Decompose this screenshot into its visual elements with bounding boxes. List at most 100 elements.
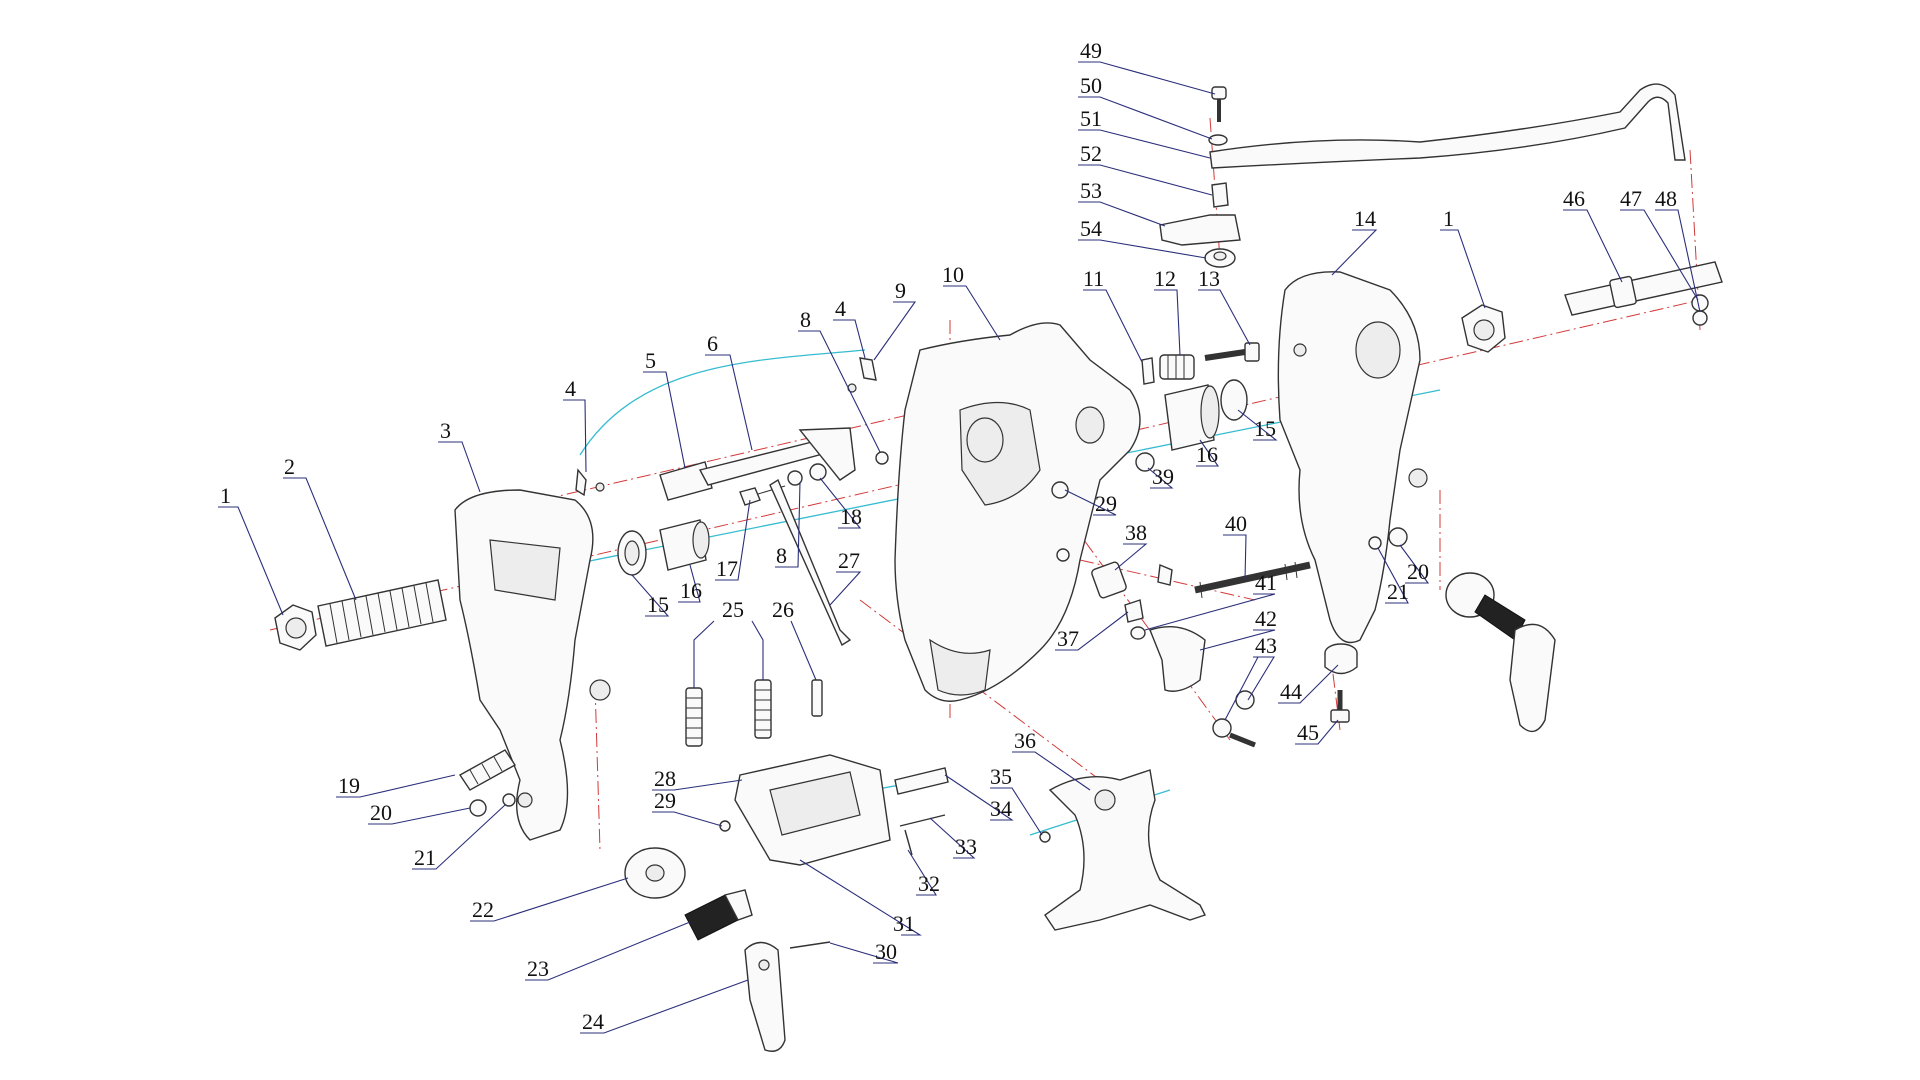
part-washer-47 (1691, 294, 1709, 312)
part-washer-29-mid (1056, 548, 1070, 562)
part-springs-25 (685, 679, 772, 747)
part-left-bracket (454, 489, 611, 841)
callout-16-left: 16 (680, 578, 702, 603)
callout-52: 52 (1080, 141, 1102, 166)
callout-17: 17 (716, 556, 738, 581)
callout-50: 50 (1080, 73, 1102, 98)
part-nut-54 (1204, 248, 1236, 268)
part-link-51 (1209, 83, 1686, 169)
callout-labels: 1 2 3 4 5 6 8 4 9 10 11 12 13 14 1 15 16… (220, 38, 1677, 1034)
callout-36: 36 (1014, 728, 1036, 753)
callout-8-lower: 8 (776, 543, 787, 568)
callout-21-left: 21 (414, 845, 436, 870)
callout-37: 37 (1057, 626, 1079, 651)
callout-20-left: 20 (370, 800, 392, 825)
part-bracket-36 (1044, 769, 1206, 931)
part-nut-48 (1692, 310, 1708, 326)
callout-9: 9 (895, 278, 906, 303)
callout-47: 47 (1620, 186, 1642, 211)
callout-23: 23 (527, 956, 549, 981)
part-clip-37 (1124, 599, 1144, 623)
callout-4-top: 4 (835, 296, 846, 321)
part-rod-27 (769, 478, 852, 647)
callout-29-lower: 29 (654, 788, 676, 813)
callout-46: 46 (1563, 186, 1585, 211)
callout-44: 44 (1280, 679, 1302, 704)
part-nut-39 (1135, 452, 1155, 472)
part-spring-26 (811, 679, 823, 717)
part-washer-21-right (1368, 536, 1382, 550)
callout-3: 3 (440, 418, 451, 443)
part-pin-33 (899, 814, 946, 827)
callout-42: 42 (1255, 606, 1277, 631)
callout-1-left: 1 (220, 483, 231, 508)
callout-2: 2 (284, 454, 295, 479)
callout-12: 12 (1154, 266, 1176, 291)
callout-11: 11 (1083, 266, 1104, 291)
callout-54: 54 (1080, 216, 1102, 241)
callout-30: 30 (875, 939, 897, 964)
part-nut-29-upper (1051, 481, 1069, 499)
callout-33: 33 (955, 834, 977, 859)
part-washer-18 (787, 470, 803, 486)
callout-35: 35 (990, 764, 1012, 789)
callout-13: 13 (1198, 266, 1220, 291)
part-clip-4-left (575, 468, 605, 497)
callout-15-right: 15 (1254, 416, 1276, 441)
callout-32: 32 (918, 871, 940, 896)
callout-38: 38 (1125, 520, 1147, 545)
part-washer-50 (1208, 134, 1228, 146)
part-spring-12 (1159, 354, 1195, 380)
part-bushing-16-right (1164, 384, 1220, 451)
part-cradle-28-31 (734, 754, 891, 866)
callout-48: 48 (1655, 186, 1677, 211)
part-clip-4-9 (847, 357, 877, 393)
part-rod-40 (1194, 561, 1311, 599)
part-lever-5-6 (659, 427, 856, 501)
part-threaded-tube (317, 579, 447, 647)
part-washer-22 (624, 847, 686, 899)
callout-28: 28 (654, 766, 676, 791)
callout-14: 14 (1354, 206, 1376, 231)
callout-15-left: 15 (647, 592, 669, 617)
callout-22: 22 (472, 897, 494, 922)
part-lever-right (1509, 623, 1556, 733)
part-pin-34 (894, 767, 949, 795)
callout-19: 19 (338, 773, 360, 798)
part-bracket-53 (1159, 214, 1241, 246)
part-pin-30 (789, 941, 831, 949)
part-bolt-45 (1330, 690, 1350, 723)
part-pin-35 (1039, 831, 1051, 843)
callout-10: 10 (942, 262, 964, 287)
part-spacer-52 (1211, 182, 1229, 208)
part-nut-20-right (1388, 527, 1408, 547)
part-washer-29-lower (719, 820, 731, 832)
parts-artwork (274, 83, 1723, 1052)
callout-16-right: 16 (1196, 442, 1218, 467)
callout-27: 27 (838, 548, 860, 573)
part-washer-18b (809, 463, 827, 481)
part-spring-38 (1091, 561, 1127, 599)
part-bolt-23 (684, 889, 753, 941)
part-plate-11 (1141, 357, 1155, 385)
part-bushing-16-left (659, 519, 710, 571)
callout-51: 51 (1080, 106, 1102, 131)
part-clip-38b (1157, 563, 1173, 586)
callout-21-right: 21 (1387, 579, 1409, 604)
part-nut-right (1461, 304, 1506, 353)
callout-1-right: 1 (1443, 206, 1454, 231)
callout-5: 5 (645, 348, 656, 373)
callout-4-left: 4 (565, 376, 576, 401)
part-washer-15-left (617, 530, 647, 576)
callout-8-top: 8 (800, 307, 811, 332)
part-washer-21-left (502, 793, 516, 807)
part-lever-24 (744, 941, 786, 1052)
part-washer-8 (875, 451, 889, 465)
part-washer-15-right (1220, 379, 1248, 421)
part-right-bracket-14 (1277, 271, 1428, 644)
callout-26: 26 (772, 597, 794, 622)
part-main-housing-10 (894, 322, 1141, 702)
callout-25: 25 (722, 597, 744, 622)
leader-lines (218, 61, 1701, 1034)
